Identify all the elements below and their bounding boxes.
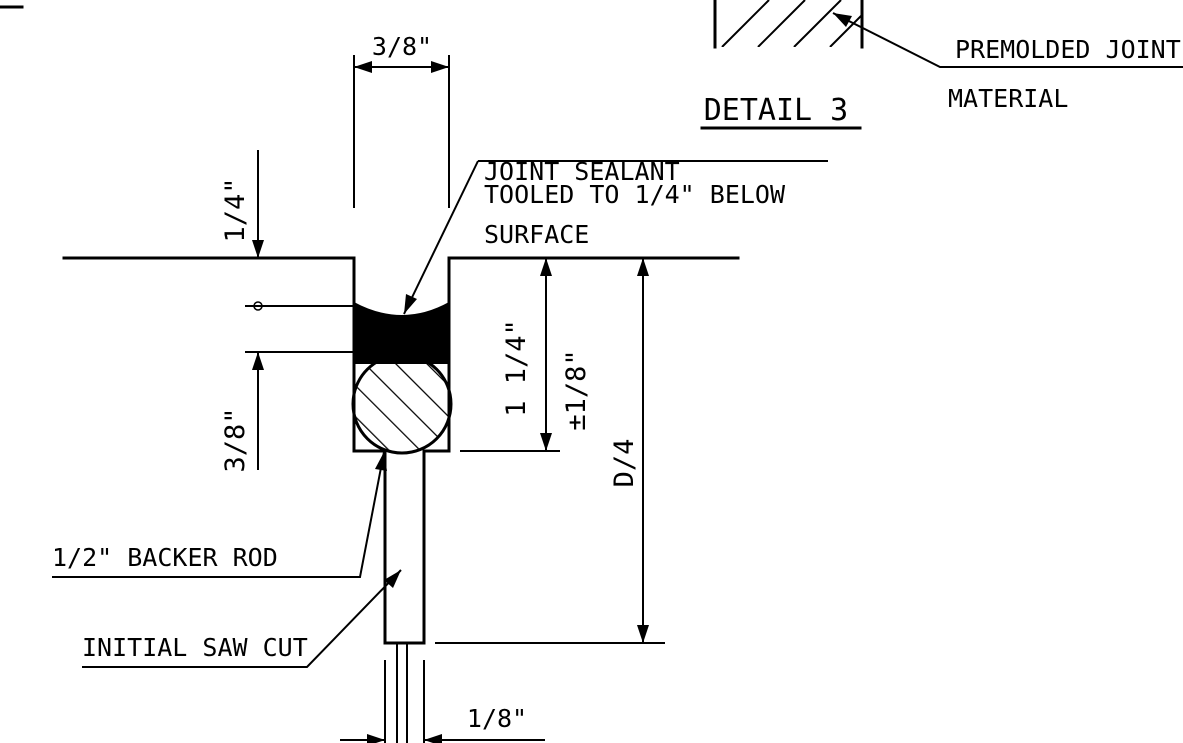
sealant-depth-label: 3/8": [220, 407, 251, 472]
sealant-callout-line3: SURFACE: [484, 220, 589, 249]
premolded-joint-material: [713, 0, 864, 49]
detail-title: DETAIL 3: [700, 93, 862, 130]
saw-cut-callout: INITIAL SAW CUT: [82, 569, 402, 668]
premolded-callout-line2: MATERIAL: [948, 84, 1068, 113]
sealant-callout: JOINT SEALANT TOOLED TO 1/4" BELOW SURFA…: [403, 157, 828, 315]
saw-cut-depth-dimension: D/4: [435, 258, 665, 644]
recess-dimension: 1/4" 3/8": [220, 150, 354, 473]
backer-rod-callout: 1/2" BACKER ROD: [52, 451, 387, 578]
backer-rod-callout-label: 1/2" BACKER ROD: [52, 543, 278, 572]
reservoir-depth-dimension: 1 1/4" ±1/8": [460, 258, 592, 452]
saw-cut: [383, 449, 426, 743]
saw-cut-callout-label: INITIAL SAW CUT: [82, 633, 308, 662]
sealant-callout-line2: TOOLED TO 1/4" BELOW: [484, 180, 786, 209]
saw-cut-width-dimension: 1/8": [340, 660, 545, 743]
reservoir-depth-label: 1 1/4": [501, 319, 532, 417]
premolded-callout-line1: PREMOLDED JOINT: [955, 35, 1181, 64]
saw-cut-width-label: 1/8": [467, 704, 527, 733]
joint-width-dimension: 3/8": [353, 32, 450, 208]
recess-depth-label: 1/4": [220, 177, 251, 242]
tolerance-label: ±1/8": [561, 349, 592, 430]
joint-width-label: 3/8": [372, 32, 432, 61]
premolded-callout: PREMOLDED JOINT MATERIAL: [832, 12, 1183, 113]
joint-sealant: [354, 302, 449, 364]
saw-cut-depth-label: D/4: [609, 439, 640, 488]
backer-rod: [351, 353, 453, 455]
detail-title-text: DETAIL 3: [704, 93, 849, 128]
